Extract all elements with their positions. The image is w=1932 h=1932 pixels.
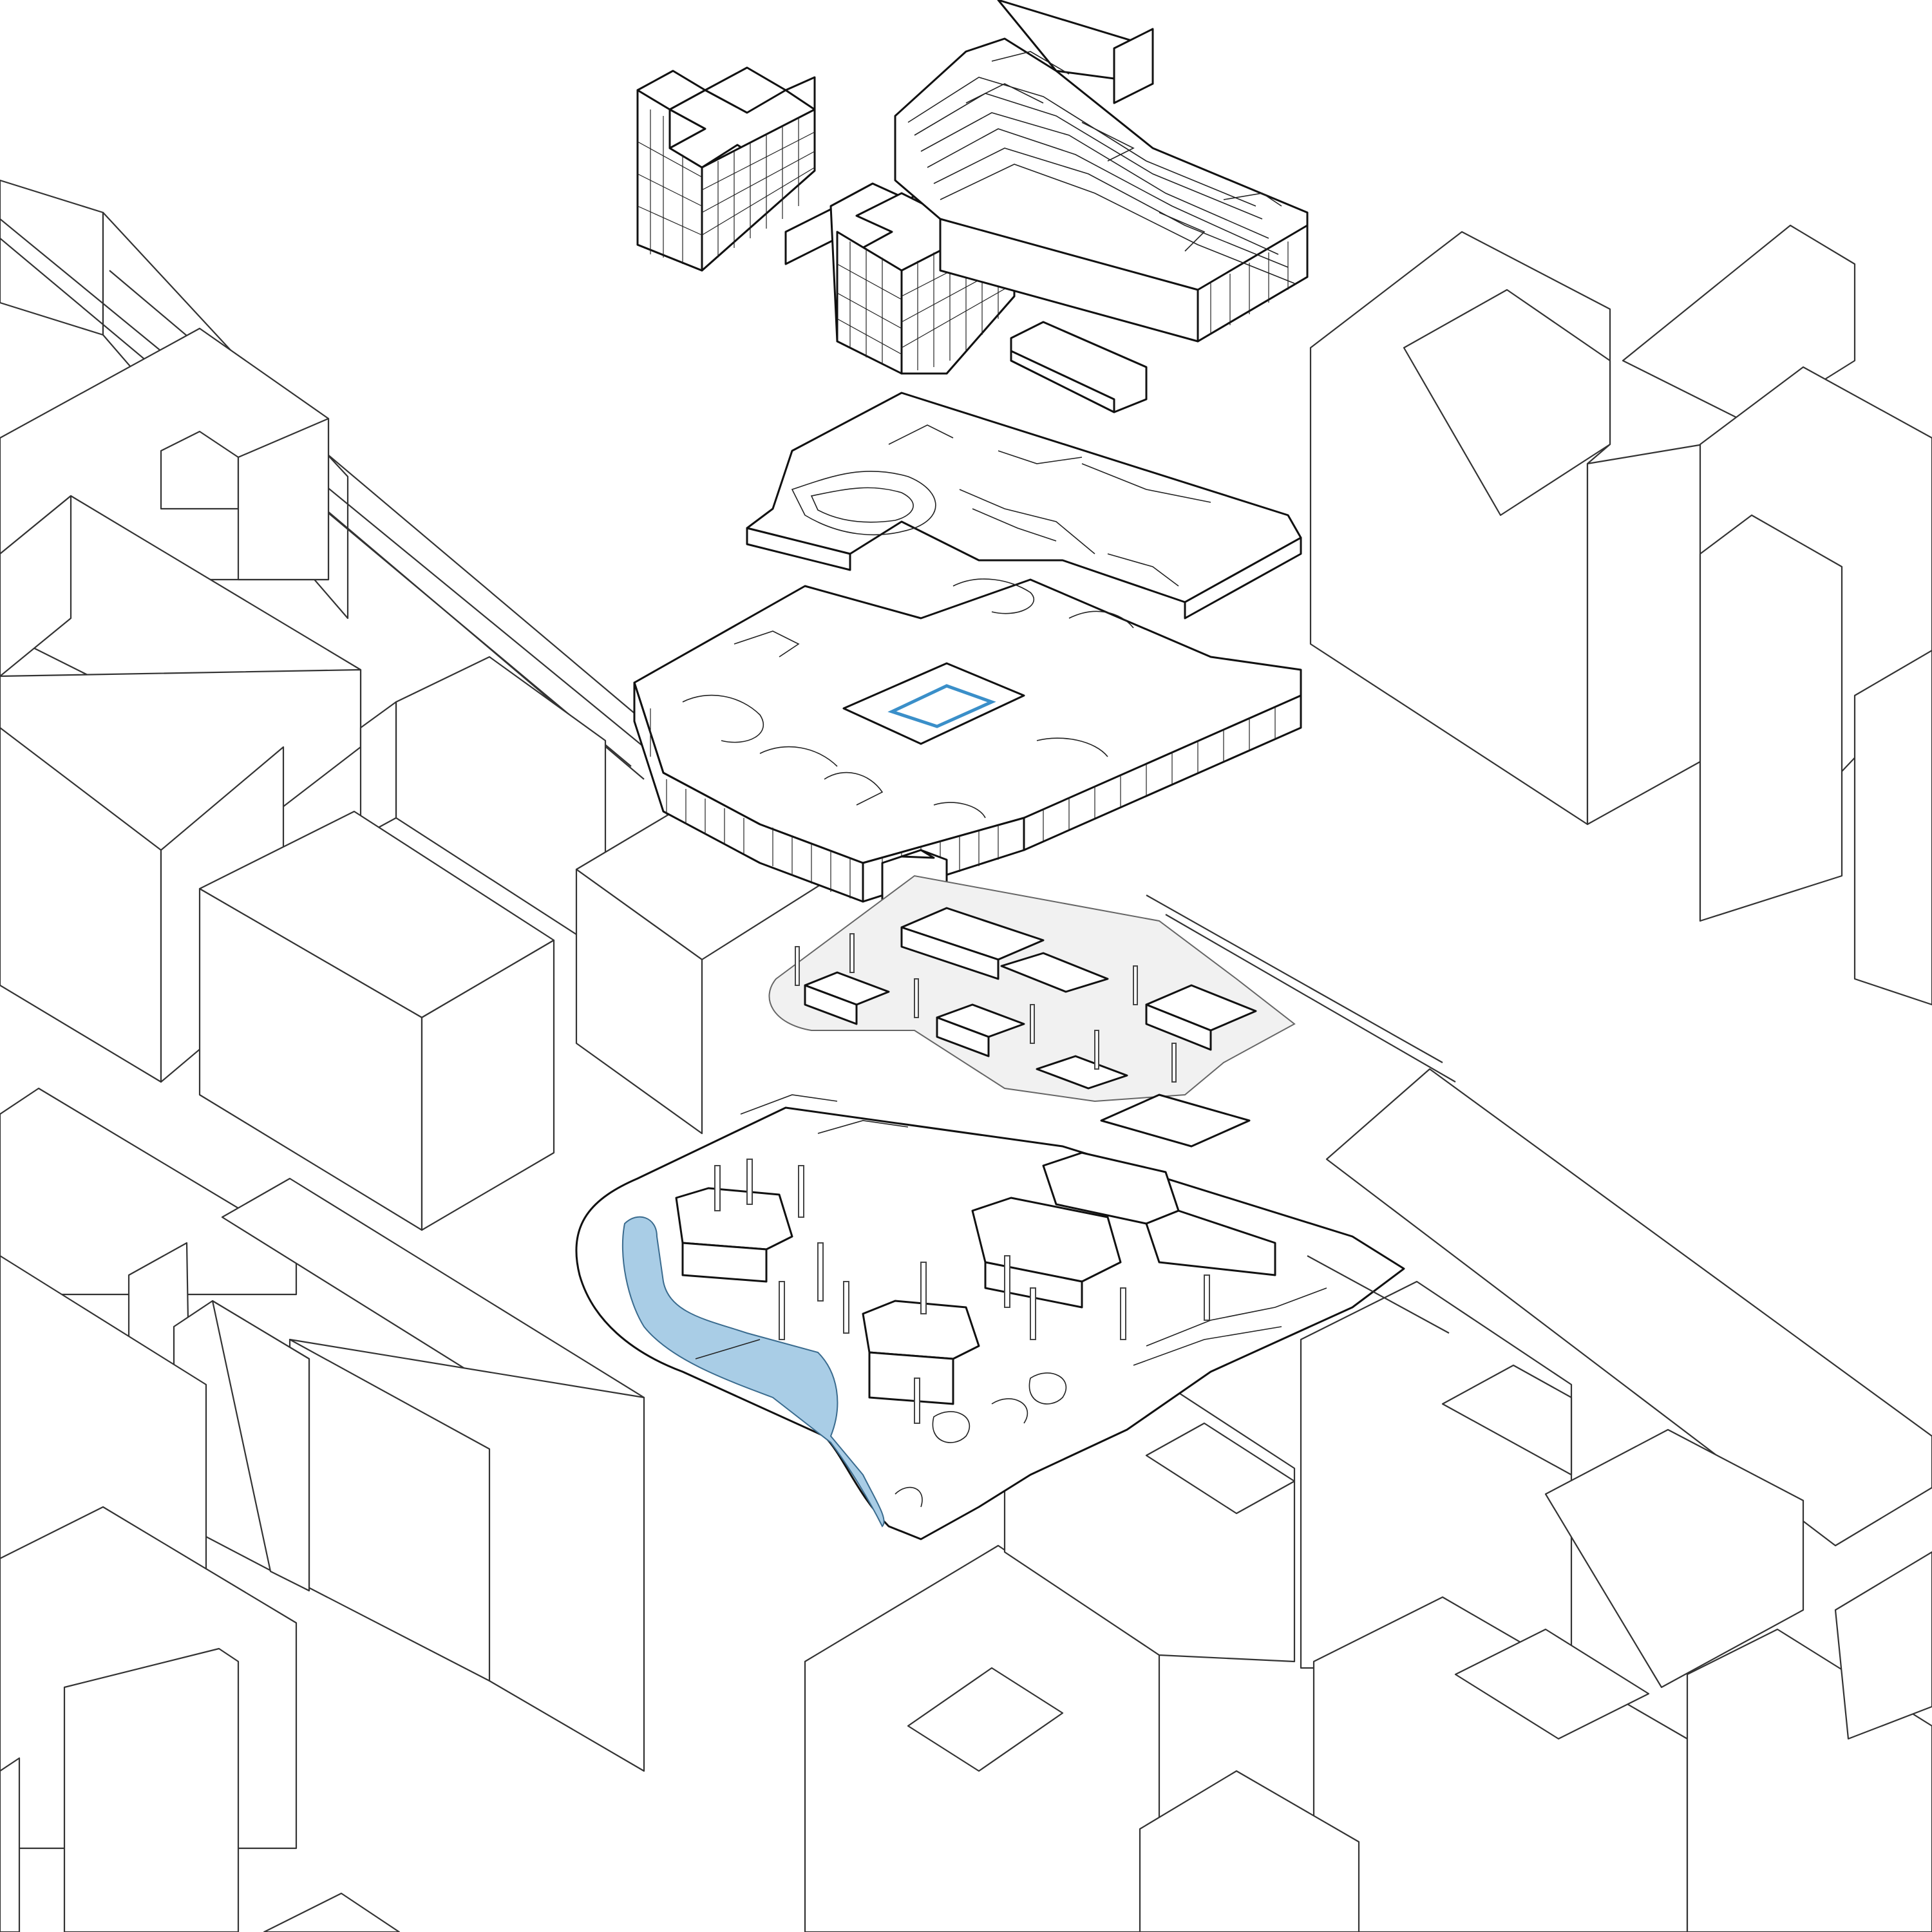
facade-grid xyxy=(637,109,815,264)
context-block xyxy=(1309,231,1705,826)
terrace-building xyxy=(894,0,1309,343)
context-block xyxy=(198,810,555,1231)
context-block xyxy=(359,656,607,954)
context-block xyxy=(804,1544,1160,1932)
podium-planters xyxy=(682,578,1134,819)
stair-ramp xyxy=(1100,1094,1251,1148)
courtyard-pool xyxy=(842,662,1025,745)
facade-grid xyxy=(1210,242,1289,335)
context-massing-right xyxy=(1309,224,1932,1547)
podium-facade-grid xyxy=(650,707,1276,898)
cross-tower-left xyxy=(636,66,816,272)
water-channel xyxy=(621,1216,885,1528)
context-block xyxy=(1544,1428,1932,1932)
context-block xyxy=(1622,224,1932,922)
context-massing-left xyxy=(0,179,826,1932)
street-lines xyxy=(1146,895,1456,1334)
landscape-paths xyxy=(695,1094,1327,1508)
context-block xyxy=(1853,649,1932,1006)
low-annex xyxy=(1010,321,1148,413)
layer-ground-plaza xyxy=(575,1094,1405,1540)
market-columns xyxy=(795,933,1177,1083)
context-block xyxy=(1139,1596,1689,1932)
market-pavilions xyxy=(804,907,1257,1090)
layer-market-deck xyxy=(768,875,1296,1148)
context-block xyxy=(1300,1280,1573,1669)
sky-bridge xyxy=(784,205,838,265)
terrace-lines xyxy=(907,51,1295,284)
context-block xyxy=(0,1087,645,1772)
ground-pavilions xyxy=(675,1151,1276,1405)
ground-columns xyxy=(714,1159,1210,1424)
layer-podium-levels xyxy=(633,578,1302,903)
context-block xyxy=(0,1506,401,1932)
roof-garden-lines xyxy=(791,424,1211,587)
layer-towers xyxy=(636,0,1309,413)
layer-podium-roof xyxy=(746,392,1302,620)
